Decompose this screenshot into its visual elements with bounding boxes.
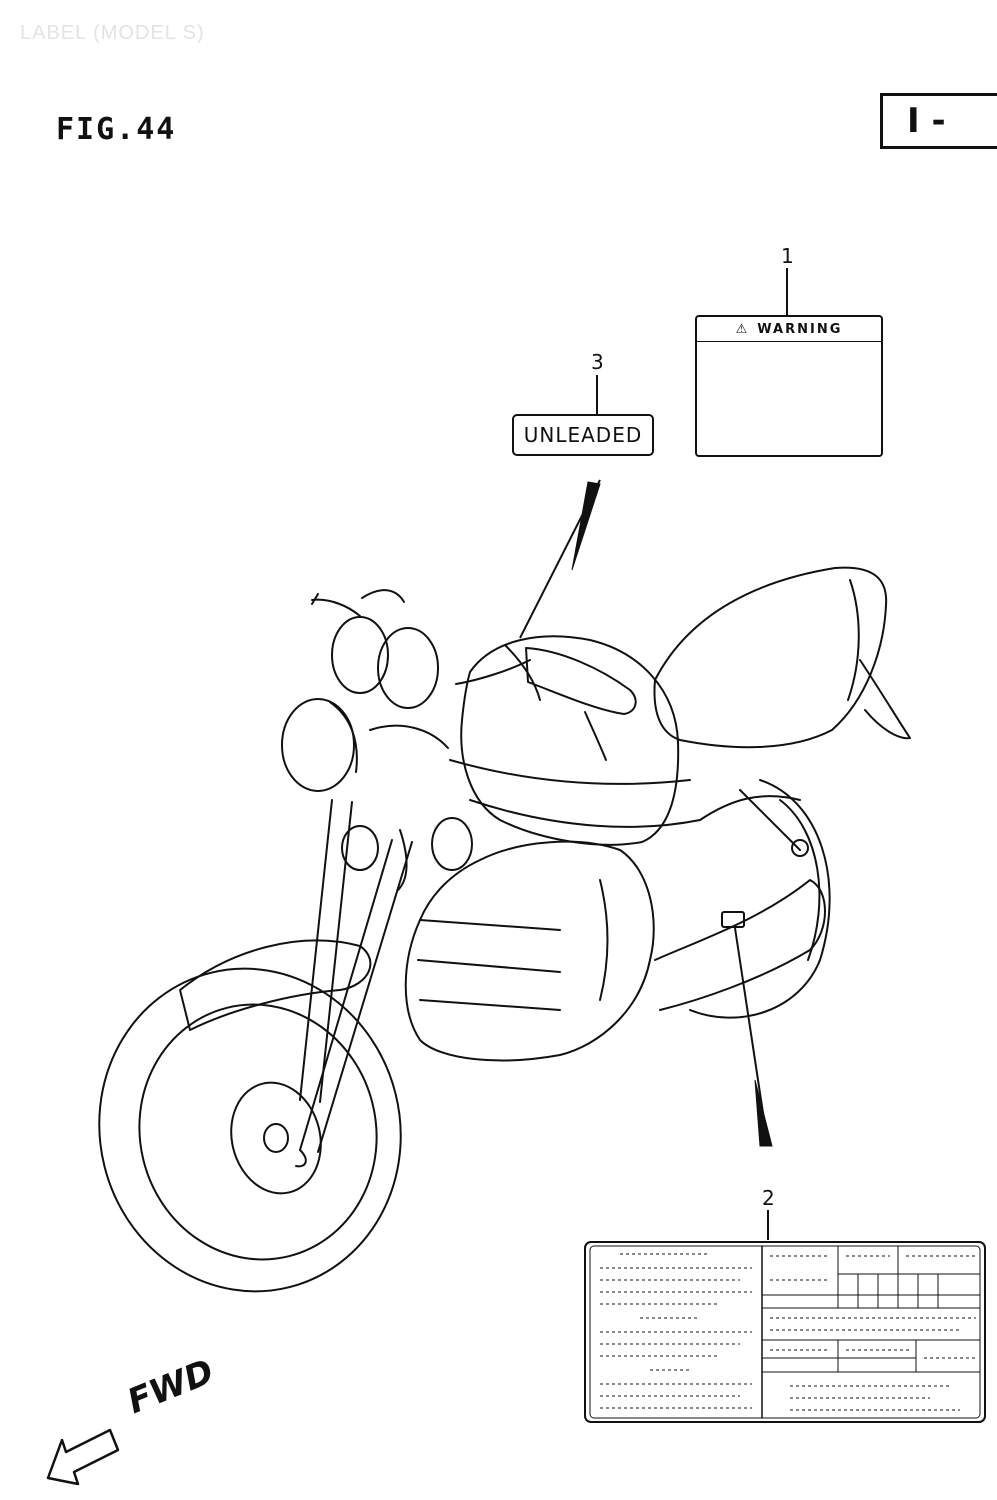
fuel-tank <box>460 635 680 846</box>
callout-2[interactable]: 2 <box>762 1186 775 1210</box>
figure-number: FIG.44 <box>56 112 177 147</box>
headlight <box>281 698 355 792</box>
fwd-arrow-icon <box>46 1428 120 1486</box>
handlebar <box>311 598 361 617</box>
tail-section <box>859 659 911 740</box>
callout-3[interactable]: 3 <box>591 350 604 374</box>
warning-triangle-icon: ⚠ <box>735 321 750 337</box>
front-wheel <box>98 967 402 1293</box>
warning-label[interactable]: ⚠ WARNING <box>695 315 883 457</box>
watermark-title: LABEL (MODEL S) <box>20 22 205 44</box>
speedometer <box>331 616 389 694</box>
warning-title: WARNING <box>757 321 843 337</box>
front-fender <box>179 939 372 1031</box>
info-text-lines <box>600 1253 976 1411</box>
tachometer <box>377 627 439 709</box>
engine <box>404 840 655 1062</box>
label-2-position <box>721 911 745 928</box>
unleaded-label[interactable]: UNLEADED <box>512 414 654 456</box>
seat <box>653 566 888 749</box>
rear-wheel <box>689 779 831 1019</box>
front-fork-right <box>299 839 413 1153</box>
info-label <box>584 1241 986 1423</box>
front-fork-left <box>299 799 353 1103</box>
exhaust <box>654 879 826 1011</box>
callout-1[interactable]: 1 <box>781 244 794 268</box>
section-tab[interactable]: I - <box>880 93 997 149</box>
